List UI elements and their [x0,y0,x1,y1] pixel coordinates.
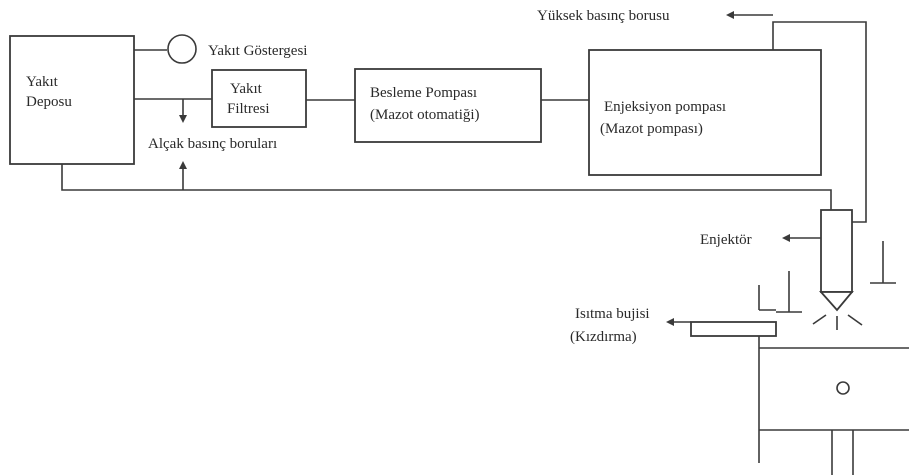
fuel-tank-label-1: Yakıt [26,74,59,90]
fuel-filter-label-1: Yakıt [230,81,263,97]
spray-line-right [847,314,863,326]
injector-label: Enjektör [700,232,752,248]
injection-pump-label-1: Enjeksiyon pompası [604,99,726,115]
low-pressure-label: Alçak basınç boruları [148,136,277,152]
spray-line-left [812,314,827,325]
feed-pump-label-1: Besleme Pompası [370,85,477,101]
fuel-gauge-symbol [167,34,197,64]
injection-pump-box [588,49,822,176]
fuel-gauge-label: Yakıt Göstergesi [208,43,307,59]
injection-pump-label-2: (Mazot pompası) [600,121,703,137]
glow-plug-label-2: (Kızdırma) [570,329,637,345]
fuel-tank-box [9,35,135,165]
injector-body [820,209,853,293]
high-pressure-label: Yüksek basınç borusu [537,8,670,24]
feed-pump-label-2: (Mazot otomatiği) [370,107,480,123]
fuel-filter-label-2: Filtresi [227,101,270,117]
piston-pin [836,381,850,395]
injector-nozzle [818,291,854,312]
glow-plug-label-1: Isıtma bujisi [575,306,650,322]
fuel-tank-label-2: Deposu [26,94,72,110]
feed-pump-box [354,68,542,143]
low-pressure-return-pipe [61,164,832,210]
glow-plug [690,321,777,337]
fuel-filter-box [211,69,307,128]
high-pressure-pipe [772,21,867,223]
